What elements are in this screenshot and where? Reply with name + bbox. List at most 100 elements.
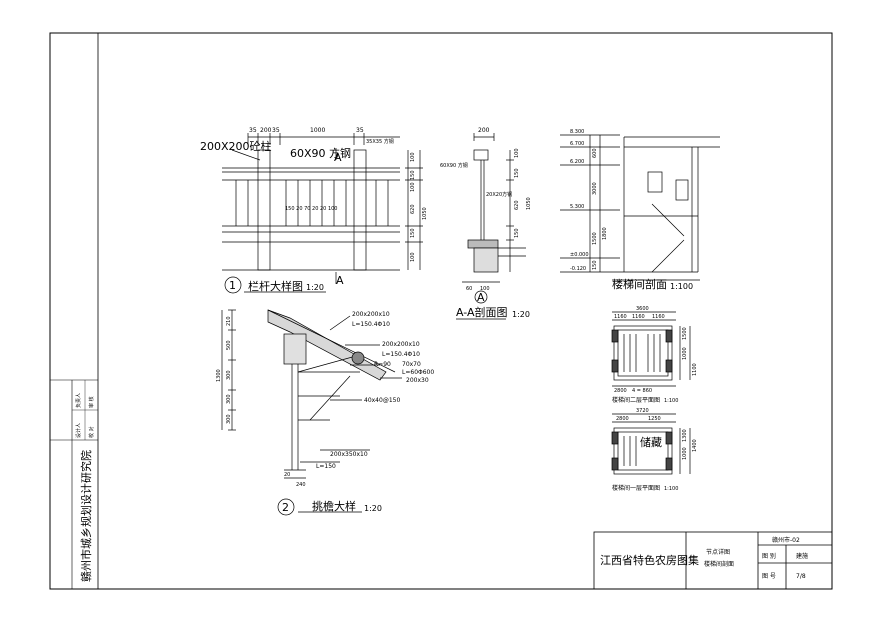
plan-1f-labels: 3720 2800 1250 储藏 1300 1000 1400 楼梯间一层平面…	[612, 408, 698, 492]
level-1: 8.300	[570, 129, 584, 135]
plan-2f-labels: 3600 1160 1160 1160 2800 4 = 860 1500 10…	[612, 306, 698, 404]
stair-section-labels: 8.300 6.700 6.200 5.300 ±0.000 -0.120 60…	[570, 129, 693, 291]
inner-frame	[97, 32, 833, 590]
stair-section-drawing	[560, 134, 720, 281]
section-aa-drawing	[456, 133, 526, 320]
aa-vdim-2: 150	[514, 168, 520, 178]
number-label: 图 号	[762, 573, 776, 580]
eave-vdim-6: 300	[226, 414, 232, 424]
rail-dim-4: 1000	[310, 127, 325, 134]
rail-vdim-2: 150	[410, 170, 416, 180]
railing-number: 1	[229, 279, 236, 292]
content-line-1: 节点详图	[706, 548, 730, 556]
railing-scale: 1:20	[306, 283, 324, 292]
aa-dim-bottom-1: 60	[466, 286, 472, 292]
p1-dim-top-3: 1250	[648, 416, 661, 422]
p1-dim-top-2: 2800	[616, 416, 629, 422]
railing-detail	[222, 133, 423, 294]
eave-label-5: R=90	[374, 361, 391, 368]
p2-dim-top-3: 1160	[632, 314, 645, 320]
aa-label-2: 20X20方钢	[486, 191, 512, 198]
railing-title: 栏杆大样图	[248, 279, 303, 293]
p2-dim-bottom-1: 2800	[614, 388, 627, 394]
p1-dim-top-1: 3720	[636, 408, 649, 414]
p2-scale: 1:100	[664, 398, 678, 404]
eave-number: 2	[282, 501, 289, 514]
stair-dim-1: 600	[592, 148, 598, 158]
p2-dim-top-4: 1160	[652, 314, 665, 320]
eave-vdim-total: 1300	[216, 369, 222, 382]
eave-vdim-2: 500	[226, 340, 232, 350]
p1-title: 楼梯间一层平面图	[612, 484, 660, 492]
content-line-2: 楼梯间剖面	[704, 560, 734, 568]
level-6: -0.120	[570, 266, 586, 272]
eave-drawing	[221, 309, 402, 516]
plan-2f-drawing	[611, 311, 691, 387]
p2-dim-right-1: 1500	[682, 327, 688, 340]
outer-frame	[49, 32, 833, 590]
level-3: 6.200	[570, 159, 584, 165]
level-5: ±0.000	[570, 252, 589, 258]
rail-vdim-total: 1050	[422, 207, 428, 220]
stair-dim-3: 1800	[602, 227, 608, 240]
eave-label-10: 200x350x10	[330, 451, 368, 458]
eave-label-11: L=150	[316, 463, 336, 470]
eave-label-6: 70x70	[402, 361, 421, 368]
stair-dim-5: 150	[592, 260, 598, 270]
p1-scale: 1:100	[664, 486, 678, 492]
rail-vdim-1: 100	[410, 152, 416, 162]
side-cell-checker: 校 对	[88, 426, 95, 438]
stair-scale: 1:100	[670, 282, 693, 291]
title-block-text: 江西省特色农房图集 节点详图 楼梯间剖面 赣州市-02 图 别 建施 图 号 7…	[600, 536, 808, 580]
rail-dim-2: 200	[260, 127, 272, 134]
aa-label-1: 60X90 方钢	[440, 162, 468, 169]
eave-title: 挑檐大样	[312, 499, 356, 513]
category-label: 图 别	[762, 552, 776, 560]
title-block	[593, 531, 833, 590]
eave-label-1: 200x200x10	[352, 311, 390, 318]
aa-title: A-A剖面图	[456, 305, 508, 319]
eave-label-7: L=60Φ600	[402, 369, 434, 376]
rail-dim-5: 35	[356, 127, 364, 134]
eave-label-9: 40x40@150	[364, 397, 400, 404]
eave-vdim-5: 300	[226, 394, 232, 404]
stair-dim-2: 3000	[592, 182, 598, 195]
eave-vdim-3: 300	[226, 370, 232, 380]
stair-dim-4: 1500	[592, 232, 598, 245]
sheet-code: 赣州市-02	[772, 536, 800, 544]
p2-dim-top-1: 3600	[636, 306, 649, 312]
storage-label: 储藏	[640, 435, 662, 449]
rail-vdim-5: 150	[410, 228, 416, 238]
side-cell-designer: 设计人	[75, 423, 82, 438]
side-cell-lead: 负责人	[75, 393, 82, 408]
aa-vdim-total: 1050	[526, 197, 532, 210]
aa-vdim-3: 620	[514, 200, 520, 210]
eave-hdim-1: 20	[284, 472, 290, 478]
section-mark-top: A	[334, 151, 342, 164]
rail-dim-3: 35	[272, 127, 280, 134]
eave-vdim-1: 210	[226, 316, 232, 326]
rail-vdim-4: 620	[410, 204, 416, 214]
aa-dim-top: 200	[478, 127, 490, 134]
bar-dims: 150 20 70 20 20 100	[285, 206, 337, 212]
level-4: 5.300	[570, 204, 584, 210]
side-cell-review: 审 核	[88, 396, 95, 408]
eave-scale: 1:20	[364, 504, 382, 513]
series-title: 江西省特色农房图集	[600, 553, 699, 567]
p1-dim-right-2: 1000	[682, 447, 688, 460]
stair-title: 楼梯间剖面	[612, 277, 667, 291]
section-aa-labels: 200 60X90 方钢 20X20方钢 60 100 100 150 620 …	[440, 127, 532, 319]
eave-label-8: 200x30	[406, 377, 429, 384]
p2-dim-right-3: 1100	[692, 363, 698, 376]
eave-label-2: L=150.4Φ10	[352, 321, 390, 328]
eave-hdim-2: 240	[296, 482, 306, 488]
small-rail-label: 35X35 方钢	[366, 138, 394, 145]
section-mark-bottom: A	[336, 274, 344, 287]
category-value: 建施	[796, 552, 808, 560]
aa-dim-bottom-2: 100	[480, 286, 490, 292]
aa-mark: A	[477, 291, 485, 304]
p1-dim-right-1: 1300	[682, 429, 688, 442]
plan-1f-drawing	[611, 413, 691, 475]
rail-vdim-3: 100	[410, 182, 416, 192]
eave-label-3: 200x200x10	[382, 341, 420, 348]
